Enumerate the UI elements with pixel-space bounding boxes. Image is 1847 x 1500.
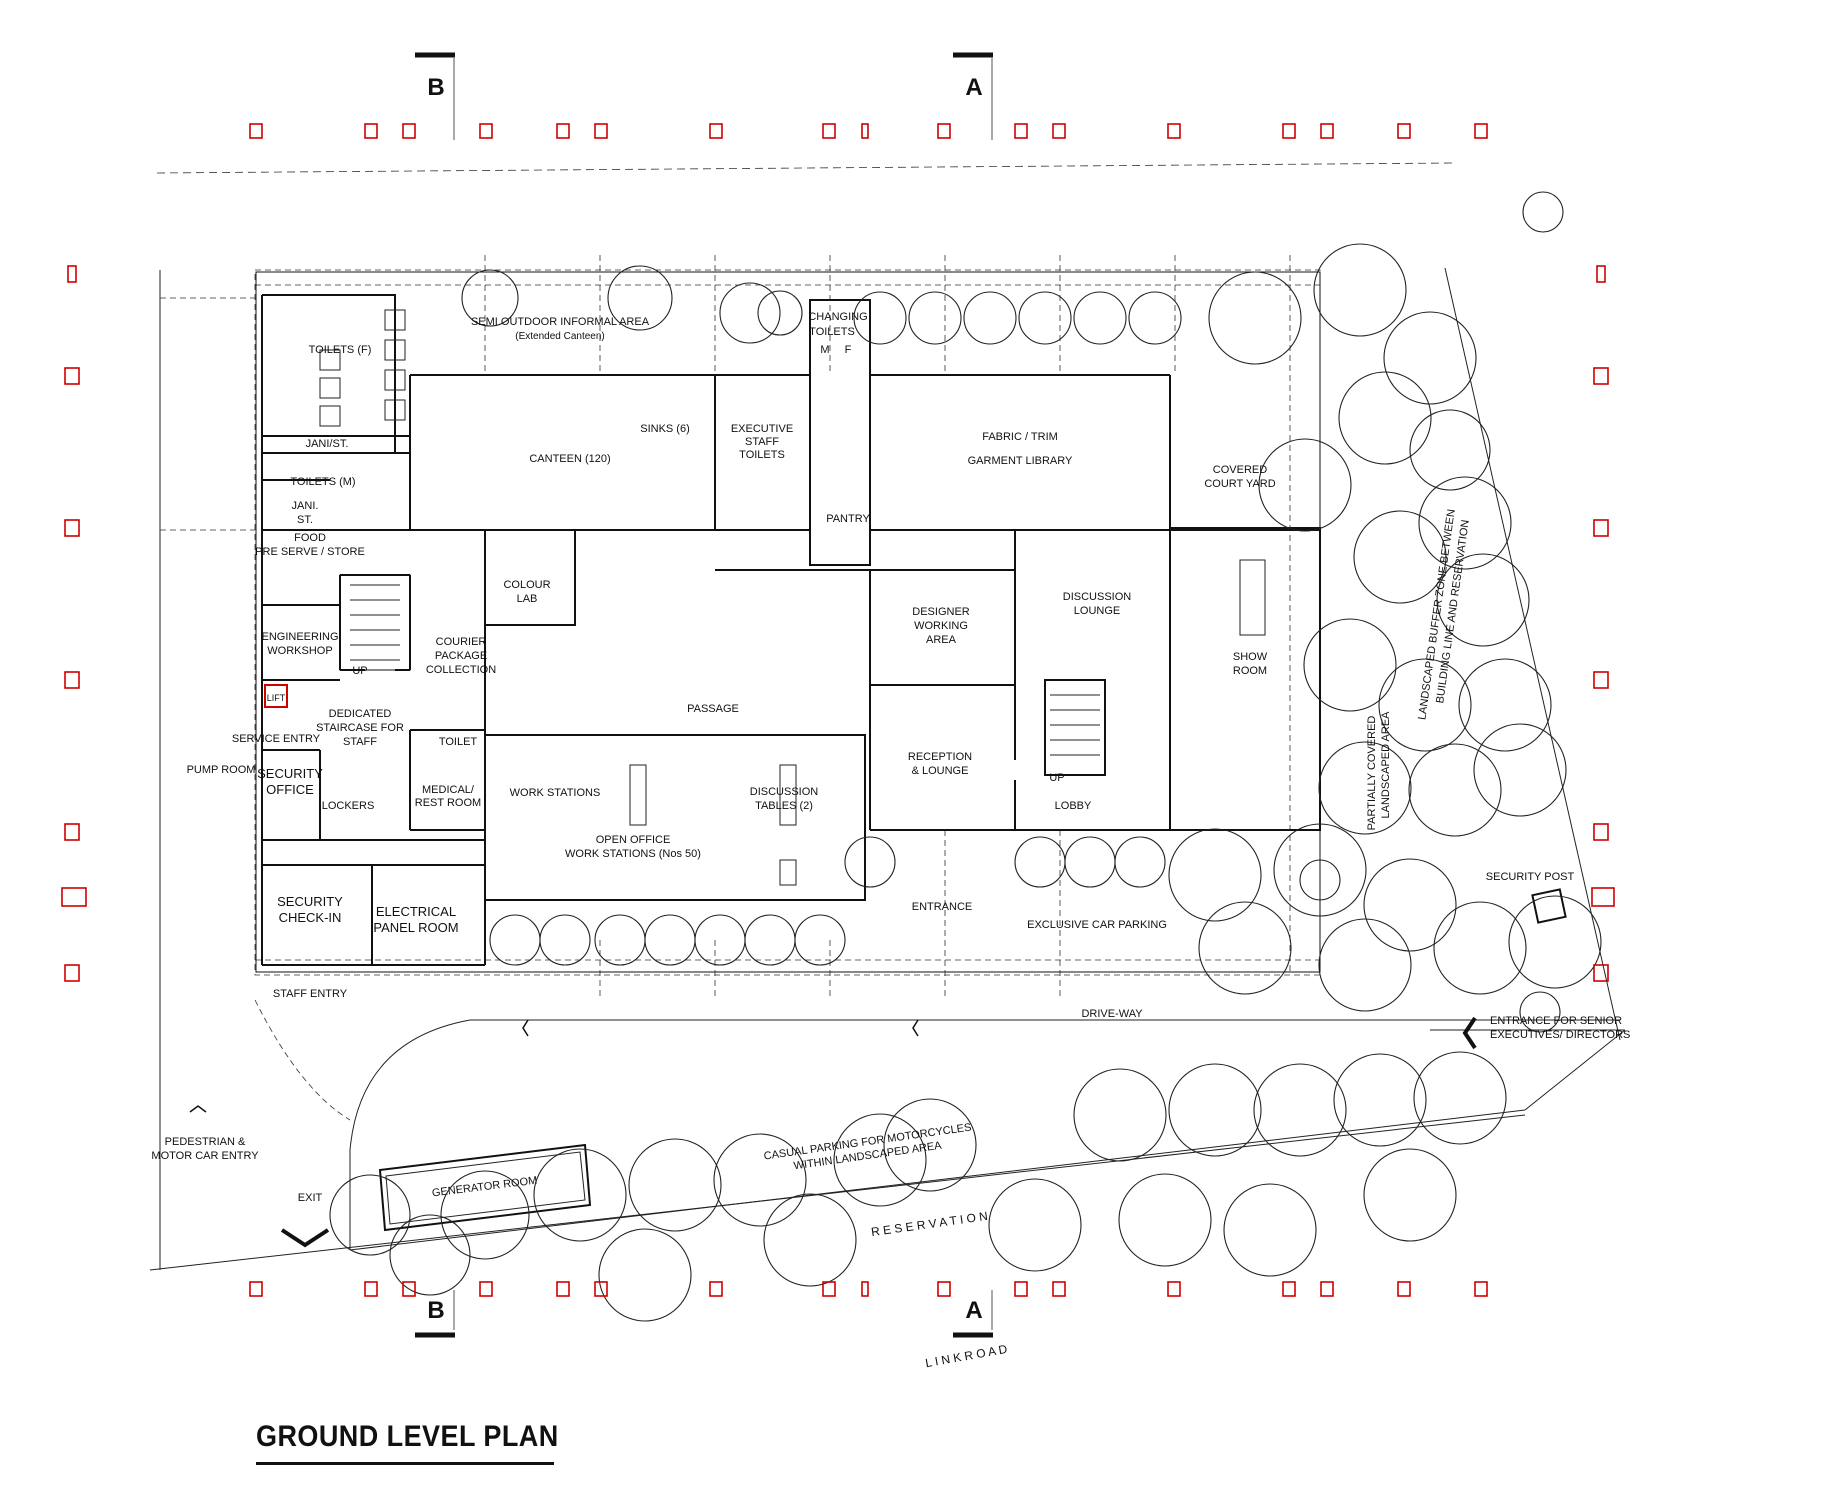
room-label: OPEN OFFICE bbox=[596, 834, 671, 846]
room-label: SERVICE ENTRY bbox=[232, 733, 321, 745]
room-label: EXIT bbox=[298, 1192, 323, 1204]
room-label: SECURITY bbox=[277, 894, 343, 909]
site-boundary bbox=[149, 162, 1625, 1271]
room-label: TOILETS (M) bbox=[290, 476, 355, 488]
room-label: & LOUNGE bbox=[912, 765, 969, 777]
room-label: STAFF ENTRY bbox=[273, 988, 348, 1000]
entry-arrows bbox=[189, 1016, 1477, 1248]
room-label: ENTRANCE FOR SENIOR bbox=[1490, 1015, 1622, 1027]
room-label: PANEL ROOM bbox=[373, 920, 458, 935]
room-label: SHOW bbox=[1233, 651, 1268, 663]
room-label: SINKS (6) bbox=[640, 423, 690, 435]
room-label: PASSAGE bbox=[687, 703, 739, 715]
room-label: DRIVE-WAY bbox=[1081, 1008, 1143, 1020]
room-label: PUMP ROOM bbox=[187, 764, 256, 776]
section-markers: B A B A bbox=[415, 52, 993, 1338]
room-label: WORKING bbox=[914, 620, 968, 632]
room-label: EXECUTIVE bbox=[731, 423, 793, 435]
room-label: TABLES (2) bbox=[755, 800, 813, 812]
room-label: MEDICAL/ bbox=[422, 784, 475, 796]
room-label: (Extended Canteen) bbox=[515, 331, 605, 342]
column-markers bbox=[61, 123, 1615, 1297]
plan-title-underline bbox=[256, 1462, 554, 1465]
room-label: PRE SERVE / STORE bbox=[255, 546, 365, 558]
room-label: TOILET bbox=[439, 736, 478, 748]
room-label: STAFF bbox=[343, 736, 377, 748]
room-label: M bbox=[820, 344, 829, 356]
room-label: DISCUSSION bbox=[1063, 591, 1132, 603]
section-b-top-label: B bbox=[427, 74, 444, 101]
room-label: JANI/ST. bbox=[306, 438, 349, 450]
room-label: TOILETS bbox=[809, 326, 855, 338]
room-label: REST ROOM bbox=[415, 797, 481, 809]
room-label: COLOUR bbox=[503, 579, 550, 591]
room-label: OFFICE bbox=[266, 782, 314, 797]
room-label: EXCLUSIVE CAR PARKING bbox=[1027, 919, 1167, 931]
room-label: F bbox=[845, 344, 852, 356]
room-label: WORKSHOP bbox=[267, 645, 332, 657]
room-label: SECURITY POST bbox=[1486, 871, 1575, 883]
room-label: ST. bbox=[297, 514, 313, 526]
room-label: AREA bbox=[926, 634, 957, 646]
room-label: UP bbox=[352, 665, 367, 677]
room-label: PANTRY bbox=[826, 513, 870, 525]
room-label: RECEPTION bbox=[908, 751, 972, 763]
room-label: COVERED bbox=[1213, 464, 1267, 476]
room-label: COURIER bbox=[436, 636, 487, 648]
section-b-bottom-label: B bbox=[427, 1297, 444, 1324]
room-label: FABRIC / TRIM bbox=[982, 431, 1058, 443]
room-label: DESIGNER bbox=[912, 606, 970, 618]
room-label: LOCKERS bbox=[322, 800, 375, 812]
room-label: FOOD bbox=[294, 532, 326, 544]
room-label: GENERATOR ROOM bbox=[431, 1175, 538, 1200]
room-label: R E S E R V A T I O N bbox=[870, 1209, 988, 1239]
room-label: LIFT bbox=[267, 693, 286, 703]
room-label: ELECTRICAL bbox=[376, 904, 456, 919]
room-label: DISCUSSION bbox=[750, 786, 819, 798]
room-label: WORK STATIONS (Nos 50) bbox=[565, 848, 701, 860]
room-label: CHANGING bbox=[808, 311, 867, 323]
room-label: GARMENT LIBRARY bbox=[968, 455, 1073, 467]
structural-grid bbox=[254, 255, 1321, 1000]
room-label: LANDSCAPED AREA bbox=[1380, 711, 1392, 819]
room-label: LAB bbox=[517, 593, 538, 605]
room-label: LOBBY bbox=[1055, 800, 1092, 812]
room-label: DEDICATED bbox=[329, 708, 392, 720]
room-label: UP bbox=[1049, 772, 1064, 784]
room-label: EXECUTIVES/ DIRECTORS bbox=[1490, 1029, 1630, 1041]
room-label: ENGINEERING bbox=[261, 631, 338, 643]
room-label: WORK STATIONS bbox=[510, 787, 601, 799]
room-label: CHECK-IN bbox=[279, 910, 342, 925]
room-label: ROOM bbox=[1233, 665, 1267, 677]
room-label: TOILETS bbox=[739, 449, 785, 461]
room-label: CANTEEN (120) bbox=[529, 453, 610, 465]
room-label: LOUNGE bbox=[1074, 605, 1120, 617]
room-label: JANI. bbox=[292, 500, 319, 512]
room-label: ENTRANCE bbox=[912, 901, 973, 913]
section-a-bottom-label: A bbox=[965, 1297, 982, 1324]
room-label: TOILETS (F) bbox=[309, 344, 372, 356]
room-label: SEMI OUTDOOR INFORMAL AREA bbox=[471, 316, 650, 328]
room-label: COLLECTION bbox=[426, 664, 496, 676]
room-label: SECURITY bbox=[257, 766, 323, 781]
room-label: MOTOR CAR ENTRY bbox=[151, 1150, 259, 1162]
room-label: STAFF bbox=[745, 436, 779, 448]
plan-title: GROUND LEVEL PLAN bbox=[256, 1420, 559, 1453]
room-label: PEDESTRIAN & bbox=[165, 1136, 246, 1148]
room-label: PARTIALLY COVERED bbox=[1366, 716, 1378, 831]
landscape-trees bbox=[329, 191, 1602, 1322]
room-label: PACKAGE bbox=[435, 650, 487, 662]
section-a-top-label: A bbox=[965, 74, 982, 101]
room-label: COURT YARD bbox=[1204, 478, 1275, 490]
room-label: STAIRCASE FOR bbox=[316, 722, 404, 734]
building-walls bbox=[255, 271, 1567, 1232]
driveway bbox=[254, 999, 1626, 1251]
room-label: L I N K R O A D bbox=[924, 1342, 1008, 1370]
